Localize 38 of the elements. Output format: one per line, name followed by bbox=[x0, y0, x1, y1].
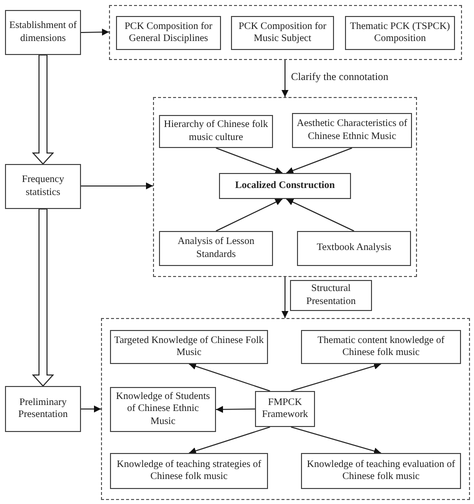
process-box: Knowledge of teaching strategies of Chinese folk music bbox=[110, 453, 268, 489]
arrow bbox=[216, 148, 283, 174]
process-box: Aesthetic Characteristics of Chinese Ethnic Music bbox=[292, 113, 412, 148]
arrow bbox=[188, 362, 270, 392]
arrow bbox=[216, 406, 256, 413]
arrow bbox=[188, 426, 270, 454]
hollow-arrow bbox=[32, 54, 54, 165]
arrow bbox=[282, 60, 288, 98]
process-box: PCK Composition for Music Subject bbox=[231, 16, 334, 50]
hollow-arrow bbox=[32, 208, 54, 387]
process-box: Analysis of Lesson Standards bbox=[159, 231, 273, 266]
arrow bbox=[281, 276, 288, 318]
arrow bbox=[80, 28, 110, 36]
edge-label: Clarify the connotation bbox=[290, 72, 390, 84]
process-box: PCK Composition for General Disciplines bbox=[116, 16, 221, 50]
dashed-group-box bbox=[101, 318, 470, 500]
arrow bbox=[290, 426, 382, 454]
arrow bbox=[290, 362, 382, 392]
process-box: Textbook Analysis bbox=[297, 231, 411, 266]
arrow bbox=[286, 148, 352, 174]
process-box: Thematic content knowledge of Chinese folk music bbox=[301, 330, 461, 364]
process-box: Frequency statistics bbox=[5, 164, 81, 209]
process-box: Establishment of dimensions bbox=[5, 10, 81, 55]
arrow bbox=[80, 406, 102, 412]
arrow bbox=[286, 198, 354, 232]
process-box: Localized Construction bbox=[219, 173, 351, 199]
dashed-group-box bbox=[109, 5, 462, 60]
process-box: Preliminary Presentation bbox=[5, 386, 81, 432]
process-box: Structural Presentation bbox=[290, 280, 372, 311]
process-box: FMPCK Framework bbox=[255, 391, 315, 427]
arrow bbox=[216, 198, 283, 232]
process-box: Knowledge of teaching evaluation of Chinese folk music bbox=[301, 453, 461, 489]
dashed-group-box bbox=[153, 97, 417, 277]
process-box: Thematic PCK (TSPCK) Composition bbox=[345, 16, 455, 50]
process-box: Knowledge of Students of Chinese Ethnic Music bbox=[110, 387, 216, 432]
arrow bbox=[80, 182, 154, 190]
process-box: Hierarchy of Chinese folk music culture bbox=[159, 115, 273, 148]
process-box: Targeted Knowledge of Chinese Folk Music bbox=[110, 330, 268, 364]
